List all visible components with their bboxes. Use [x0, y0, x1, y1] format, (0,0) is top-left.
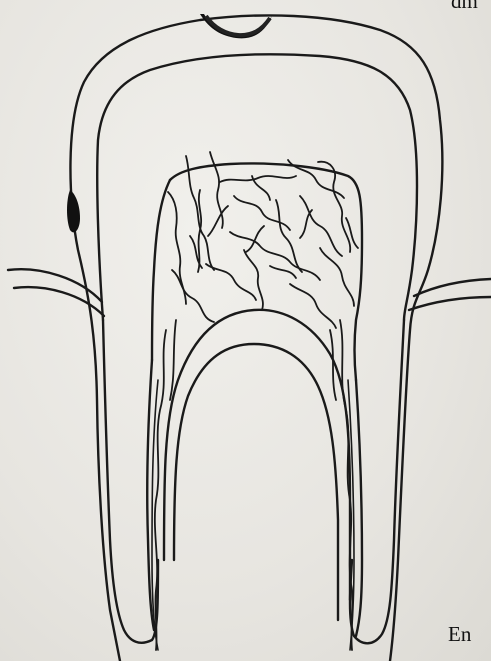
label-top-right: dm: [451, 0, 478, 12]
label-bottom-right: En: [448, 624, 471, 645]
caries-lesion-left: [67, 190, 80, 232]
root-canal-right-wall: [356, 380, 362, 636]
root-canal-vessels: [155, 320, 353, 650]
tooth-outer-outline: [70, 15, 442, 661]
gum-line-right-lower: [409, 297, 491, 310]
pulp-vessel-network: [168, 152, 358, 328]
furcation-arch-inner: [174, 344, 338, 620]
gum-line-right-upper: [414, 279, 491, 296]
furcation-arch-outer: [164, 310, 350, 600]
pulp-chamber-left-wall: [152, 180, 170, 360]
